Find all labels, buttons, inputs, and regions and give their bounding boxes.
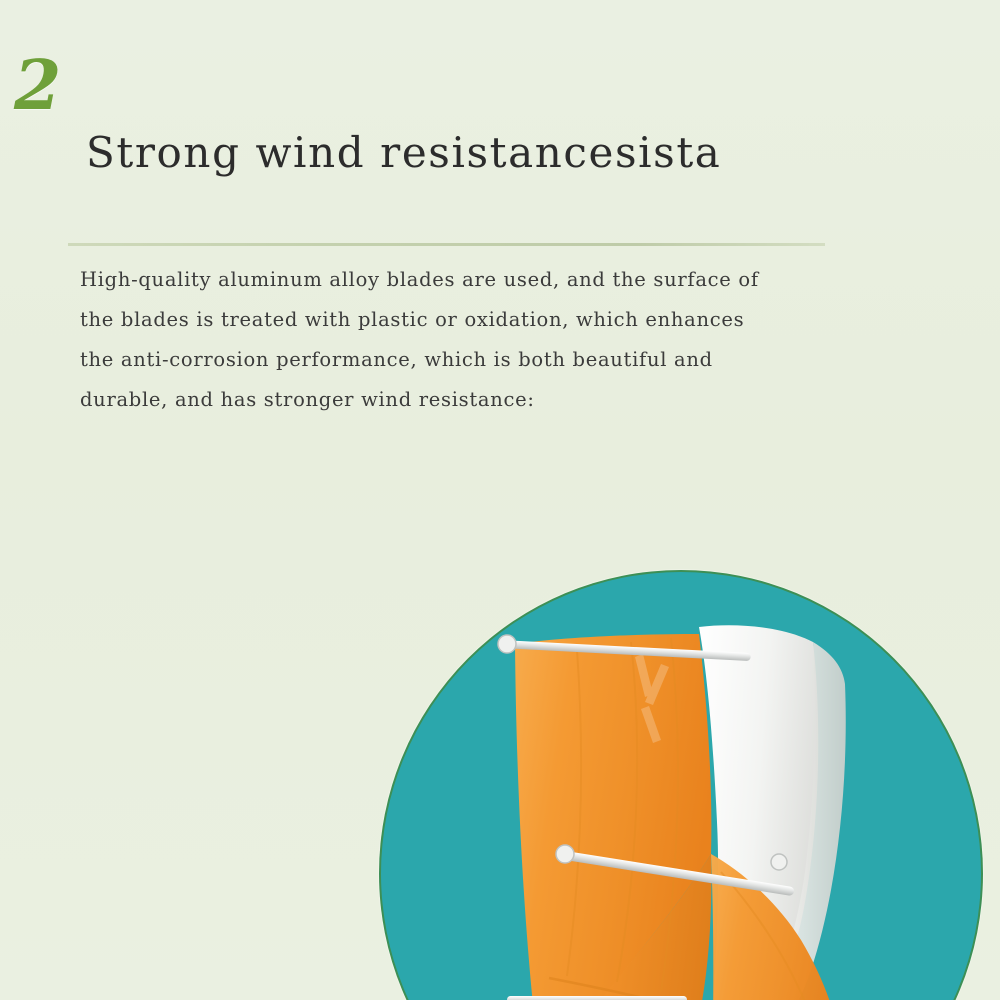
blade-orange-mid xyxy=(600,854,712,1000)
body-line: the anti-corrosion performance, which is… xyxy=(80,348,713,372)
blade-orange-lower xyxy=(711,854,830,1000)
blade-orange-upper xyxy=(515,634,712,1000)
product-photo-circle xyxy=(381,572,981,1000)
wind-turbine-illustration xyxy=(497,625,846,1000)
hub-bolts xyxy=(497,634,788,871)
blade-orange-band xyxy=(548,976,657,1000)
body-line: durable, and has stronger wind resistanc… xyxy=(80,388,535,412)
body-line: the blades is treated with plastic or ox… xyxy=(80,308,745,332)
blade-seams xyxy=(566,638,806,1000)
section-number: 2 xyxy=(14,46,62,126)
title-divider xyxy=(68,243,825,247)
body-description: High-quality aluminum alloy blades are u… xyxy=(80,260,840,420)
body-line: High-quality aluminum alloy blades are u… xyxy=(80,268,759,292)
blade-white-edge xyxy=(769,642,846,1000)
support-arms xyxy=(500,640,795,1000)
page-title: Strong wind resistancesista xyxy=(86,128,722,177)
blade-watermark xyxy=(635,654,669,744)
